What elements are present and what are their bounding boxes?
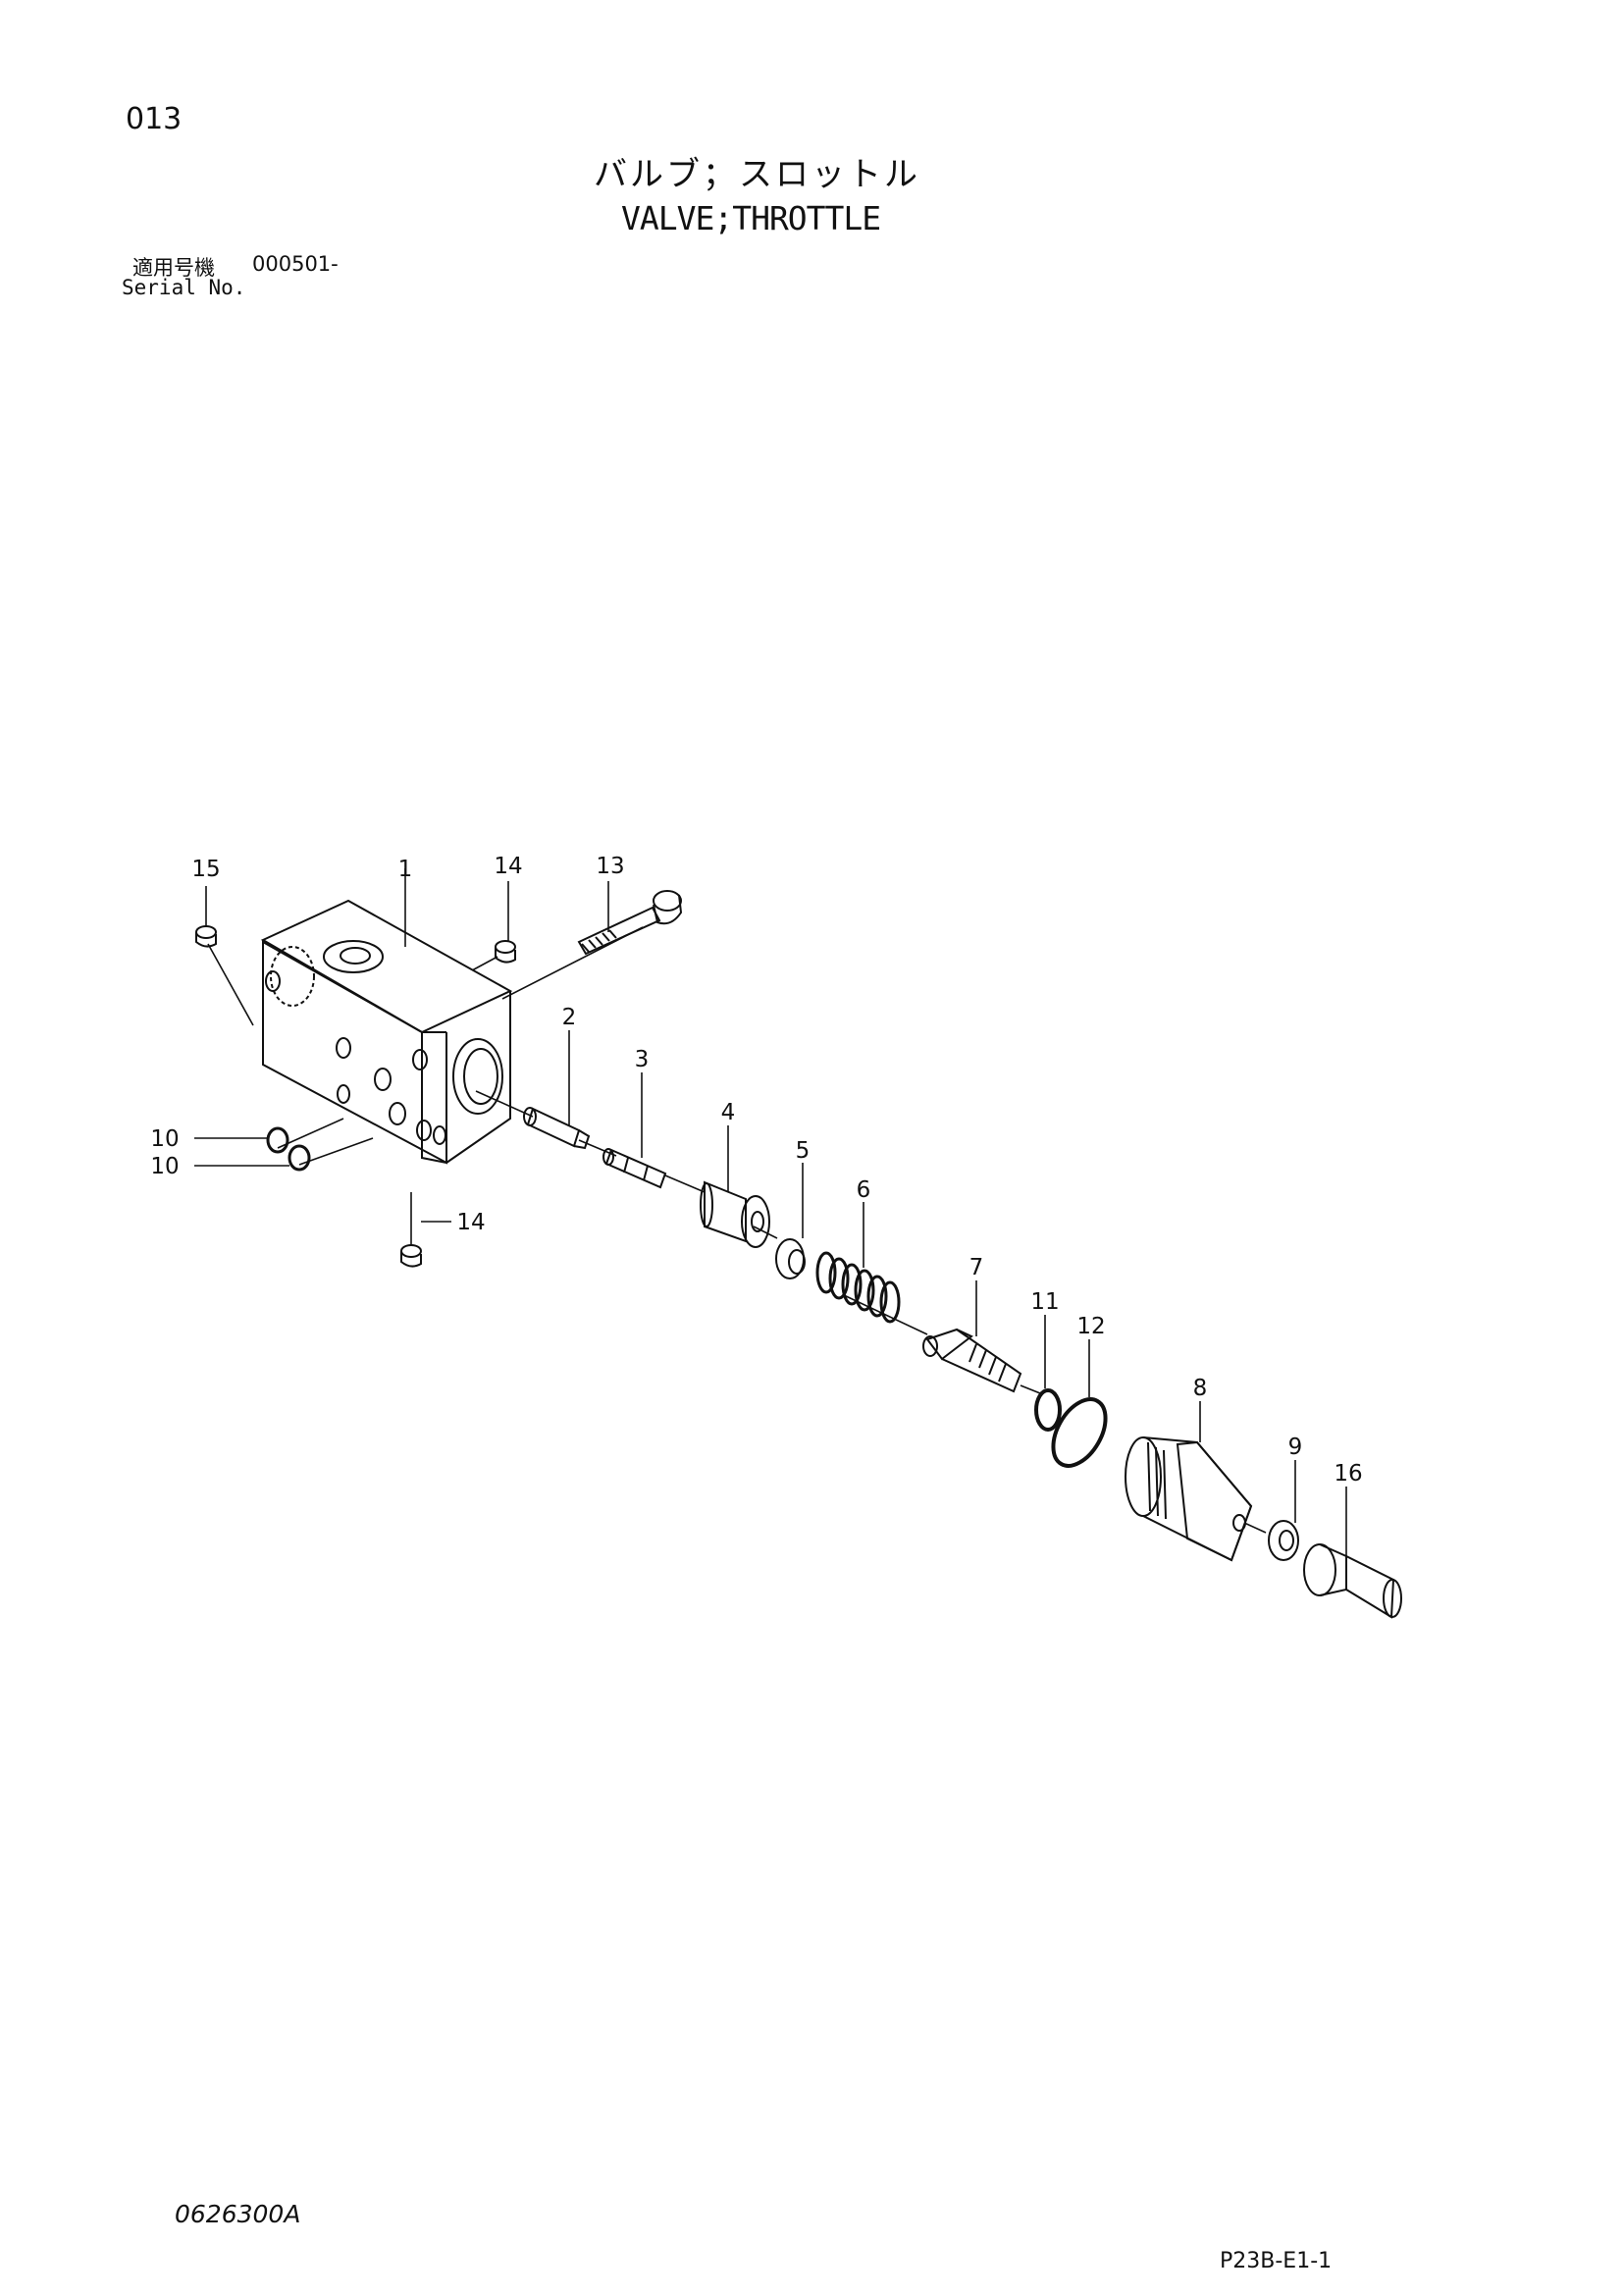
callout-12: 12	[1076, 1314, 1105, 1339]
serial-label-japanese: 適用号機	[132, 256, 215, 280]
callout-labels: 15 1 14 13 2 3 4 5 6 7 11 12 8 9 16 10 1…	[150, 854, 1362, 1487]
drawing-code: 0626300A	[175, 2200, 301, 2228]
plug-15	[195, 925, 217, 948]
o-rings-10	[266, 1126, 311, 1172]
callout-15: 15	[191, 857, 220, 882]
callout-4: 4	[721, 1100, 736, 1125]
adjusting-screw-7	[922, 1328, 1022, 1393]
callout-3: 3	[635, 1047, 650, 1072]
callout-10-lower: 10	[150, 1154, 179, 1179]
callout-13: 13	[596, 854, 624, 879]
callout-7: 7	[969, 1255, 984, 1280]
serial-label-english: Serial No.	[122, 276, 246, 299]
callout-6: 6	[857, 1177, 871, 1203]
spool-3	[602, 1148, 667, 1189]
plug-body-8	[1125, 1436, 1253, 1562]
callout-14-upper: 14	[494, 854, 522, 879]
nut-9	[1268, 1520, 1299, 1561]
plug-14-upper	[495, 940, 516, 964]
washer-5	[775, 1238, 806, 1279]
callout-5: 5	[796, 1138, 811, 1164]
poppet-4	[700, 1180, 770, 1248]
title-english: VALVE;THROTTLE	[621, 199, 881, 237]
callout-8: 8	[1193, 1376, 1208, 1401]
assembly-axis-lines	[207, 926, 1267, 1534]
page-code: P23B-E1-1	[1220, 2249, 1333, 2273]
spring-6	[815, 1251, 901, 1324]
callout-16: 16	[1334, 1461, 1362, 1487]
callout-9: 9	[1288, 1435, 1303, 1460]
callout-11: 11	[1030, 1289, 1059, 1315]
title-japanese: バルブ；スロットル	[594, 155, 920, 194]
plug-14-lower	[400, 1244, 422, 1268]
o-ring-12	[1051, 1397, 1108, 1468]
ring-11	[1034, 1388, 1062, 1432]
cap-16	[1303, 1543, 1402, 1619]
callout-14-lower: 14	[456, 1210, 485, 1235]
callout-2: 2	[562, 1005, 577, 1030]
leader-lines	[194, 868, 1347, 1556]
serial-value: 000501-	[252, 252, 339, 276]
page-number: 013	[126, 102, 183, 136]
callout-1: 1	[398, 857, 413, 882]
pin-2	[523, 1107, 591, 1150]
valve-body	[260, 899, 513, 1165]
bolt-13	[577, 890, 683, 956]
callout-10-upper: 10	[150, 1126, 179, 1152]
